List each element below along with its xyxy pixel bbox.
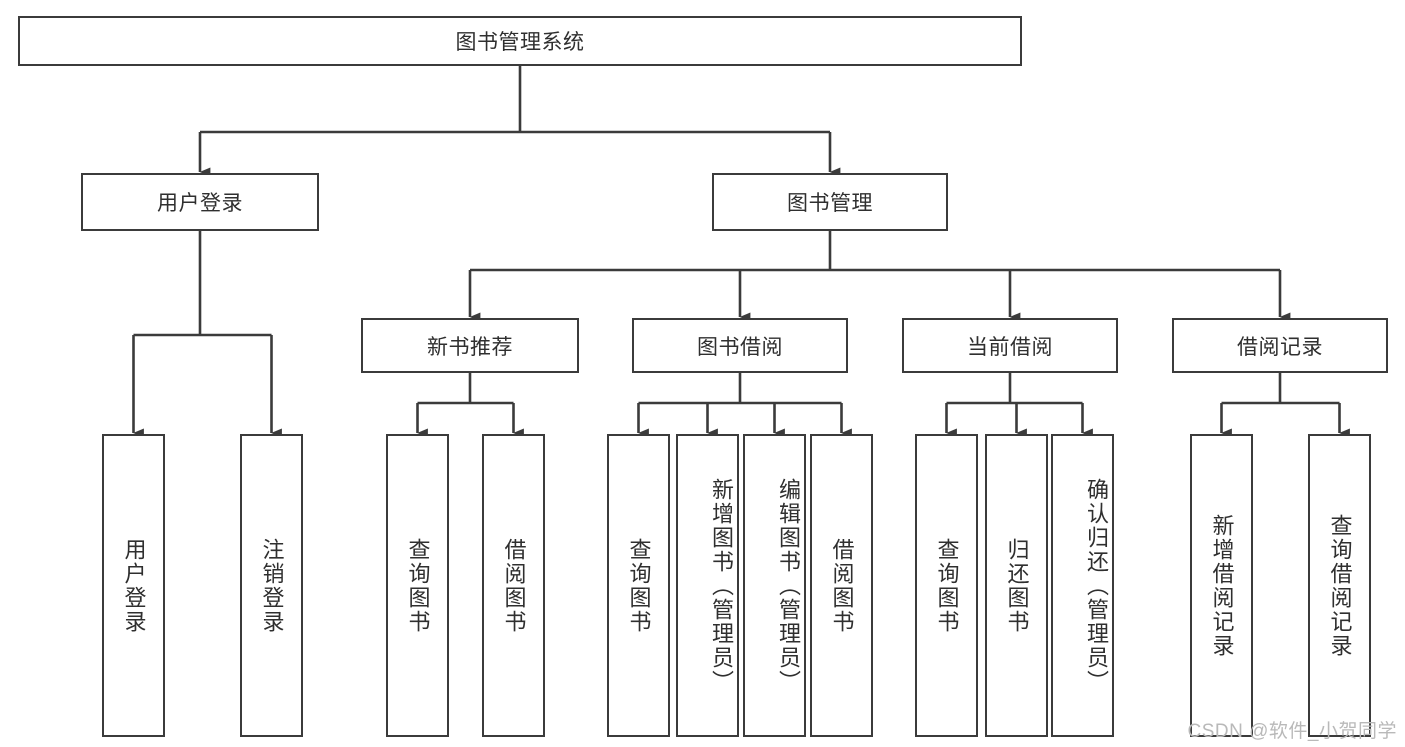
node-leaf-add-book[interactable]: 新增图书（管理员） xyxy=(676,434,739,737)
node-root[interactable]: 图书管理系统 xyxy=(18,16,1022,66)
node-leaf-return[interactable]: 归还图书 xyxy=(985,434,1048,737)
node-leaf-edit-book[interactable]: 编辑图书（管理员） xyxy=(743,434,806,737)
node-book-manage[interactable]: 图书管理 xyxy=(712,173,948,231)
node-label: 用户登录 xyxy=(157,192,243,215)
node-leaf-borrow-2[interactable]: 借阅图书 xyxy=(810,434,873,737)
node-leaf-query-1[interactable]: 查询图书 xyxy=(386,434,449,737)
node-label: 新增借阅记录 xyxy=(1209,513,1235,658)
node-leaf-query-rec[interactable]: 查询借阅记录 xyxy=(1308,434,1371,737)
node-leaf-query-2[interactable]: 查询图书 xyxy=(607,434,670,737)
node-leaf-borrow-1[interactable]: 借阅图书 xyxy=(482,434,545,737)
node-leaf-logout[interactable]: 注销登录 xyxy=(240,434,303,737)
node-label: 注销登录 xyxy=(259,537,285,634)
node-label: 确认归还（管理员） xyxy=(1084,477,1109,694)
node-label: 用户登录 xyxy=(121,537,147,634)
node-label: 图书管理 xyxy=(787,192,873,215)
node-label: 借阅图书 xyxy=(829,537,855,634)
edge-group xyxy=(132,66,1350,438)
node-label: 编辑图书（管理员） xyxy=(776,477,801,694)
node-user-login[interactable]: 用户登录 xyxy=(81,173,319,231)
node-label: 查询借阅记录 xyxy=(1327,513,1353,658)
node-current-borrow[interactable]: 当前借阅 xyxy=(902,318,1118,373)
node-label: 查询图书 xyxy=(626,537,652,634)
node-leaf-confirm[interactable]: 确认归还（管理员） xyxy=(1051,434,1114,737)
watermark-label: CSDN @软件_小贺同学 xyxy=(1187,721,1397,742)
node-borrow-record[interactable]: 借阅记录 xyxy=(1172,318,1388,373)
node-label: 归还图书 xyxy=(1004,537,1030,634)
node-leaf-query-3[interactable]: 查询图书 xyxy=(915,434,978,737)
node-label: 新增图书（管理员） xyxy=(709,477,734,694)
node-label: 当前借阅 xyxy=(967,335,1053,359)
node-label: 借阅记录 xyxy=(1237,335,1323,359)
node-new-book-rec[interactable]: 新书推荐 xyxy=(361,318,579,373)
node-label: 借阅图书 xyxy=(501,537,527,634)
node-label: 新书推荐 xyxy=(427,335,513,359)
node-label: 图书管理系统 xyxy=(455,31,585,54)
node-book-borrow[interactable]: 图书借阅 xyxy=(632,318,848,373)
node-leaf-add-rec[interactable]: 新增借阅记录 xyxy=(1190,434,1253,737)
node-label: 查询图书 xyxy=(405,537,431,634)
node-label: 查询图书 xyxy=(934,537,960,634)
node-leaf-user-login[interactable]: 用户登录 xyxy=(102,434,165,737)
node-label: 图书借阅 xyxy=(697,335,783,359)
